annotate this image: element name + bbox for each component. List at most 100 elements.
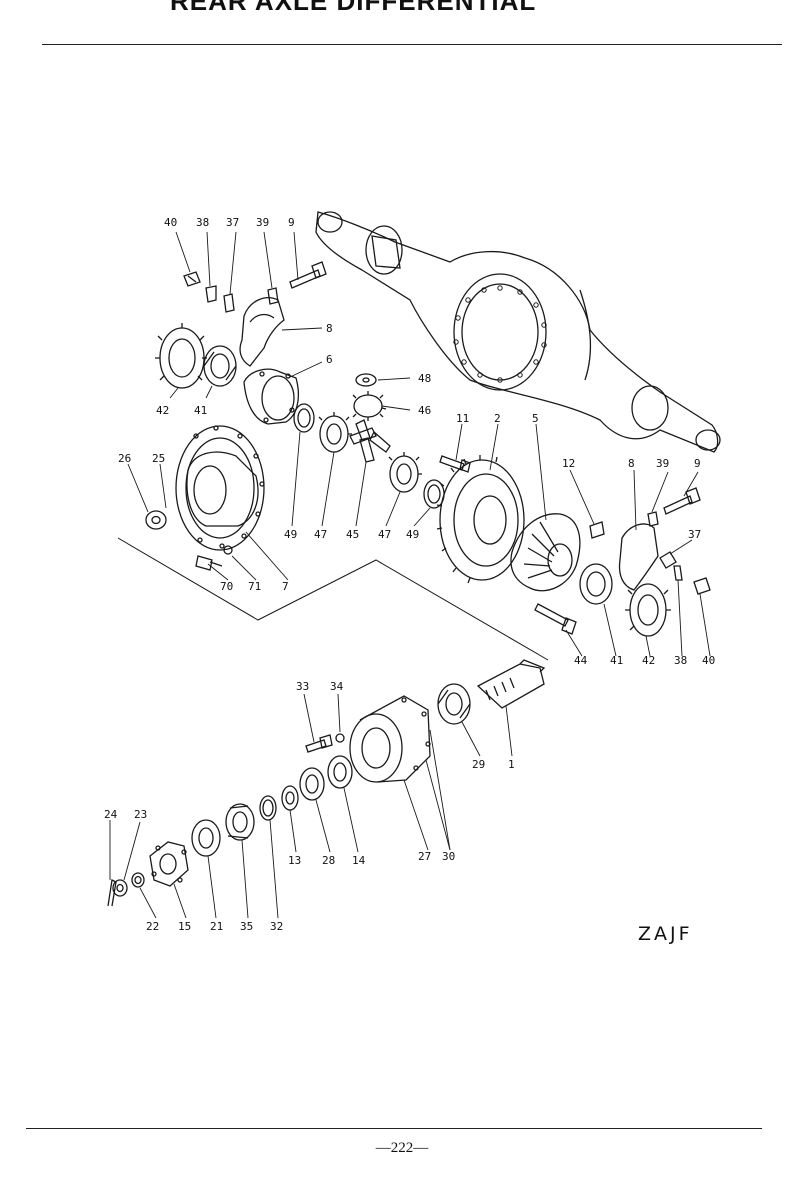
bearing-41-upper bbox=[203, 345, 237, 387]
callout-label: 8 bbox=[628, 457, 635, 470]
callout-label: 27 bbox=[418, 850, 431, 863]
bolt-9-lower bbox=[663, 487, 701, 515]
callout-label: 48 bbox=[418, 372, 431, 385]
axle-housing bbox=[315, 211, 721, 453]
callout-label: 33 bbox=[296, 680, 309, 693]
callout-label: 47 bbox=[378, 528, 391, 541]
bolt-44 bbox=[534, 603, 577, 635]
page-number: —222— bbox=[375, 1140, 429, 1156]
callout-label: 9 bbox=[694, 457, 701, 470]
callout-label: 41 bbox=[194, 404, 207, 417]
ring-gear-2 bbox=[436, 455, 525, 584]
callout-label: 47 bbox=[314, 528, 327, 541]
callout-label: 21 bbox=[210, 920, 223, 933]
bolt-9-upper bbox=[289, 261, 327, 289]
lock-plate-38-upper bbox=[205, 285, 217, 303]
companion-flange-15 bbox=[149, 841, 189, 887]
carrier-7 bbox=[175, 425, 265, 551]
shim-32 bbox=[259, 795, 277, 821]
callout-label: 34 bbox=[330, 680, 344, 693]
callout-label: 49 bbox=[406, 528, 419, 541]
callout-label: 42 bbox=[642, 654, 655, 667]
callout-label: 24 bbox=[104, 808, 118, 821]
bearing-14 bbox=[327, 755, 353, 789]
oil-seal-35 bbox=[225, 803, 255, 841]
callout-label: 25 bbox=[152, 452, 165, 465]
page-title: REAR AXLE DIFFERENTIAL bbox=[170, 0, 537, 16]
callout-label: 39 bbox=[256, 216, 269, 229]
callout-label: 32 bbox=[270, 920, 283, 933]
side-gear-47-left bbox=[318, 412, 352, 453]
callout-label: 5 bbox=[532, 412, 539, 425]
callout-label: 35 bbox=[240, 920, 253, 933]
adjust-nut-42-upper bbox=[155, 323, 207, 389]
washer-39-upper bbox=[267, 287, 279, 305]
bearing-28 bbox=[299, 767, 325, 801]
washer-22 bbox=[131, 872, 145, 888]
callout-label: 37 bbox=[226, 216, 239, 229]
dust-deflector-21 bbox=[191, 819, 221, 857]
callout-label: 38 bbox=[196, 216, 209, 229]
callout-label: 30 bbox=[442, 850, 455, 863]
bolt-33 bbox=[305, 734, 333, 753]
callout-label: 37 bbox=[688, 528, 701, 541]
callout-label: 6 bbox=[326, 353, 333, 366]
footer-rule bbox=[26, 1128, 762, 1129]
washer-34 bbox=[335, 733, 345, 743]
cotter-pin-24 bbox=[107, 879, 117, 907]
pinion-cage-27 bbox=[349, 695, 431, 783]
callout-label: 39 bbox=[656, 457, 669, 470]
bearing-41-lower bbox=[579, 563, 613, 605]
callout-label: 11 bbox=[456, 412, 469, 425]
diff-case-6 bbox=[243, 368, 300, 425]
bearing-cap-8-upper bbox=[239, 297, 285, 367]
callout-label: 45 bbox=[346, 528, 359, 541]
washer-71 bbox=[223, 545, 233, 555]
pinion-1 bbox=[476, 659, 546, 709]
callout-label: 40 bbox=[702, 654, 715, 667]
lock-plate-38-lower bbox=[673, 565, 683, 581]
callout-label: 71 bbox=[248, 580, 261, 593]
callout-label: 38 bbox=[674, 654, 687, 667]
washer-39-lower bbox=[647, 511, 659, 527]
bolt-12 bbox=[589, 521, 605, 539]
spider-45 bbox=[349, 419, 391, 463]
adjust-nut-42-lower bbox=[625, 583, 671, 637]
diagram-code: ZAJF bbox=[638, 923, 693, 945]
nut-23 bbox=[112, 879, 128, 897]
callout-label: 15 bbox=[178, 920, 191, 933]
callout-label: 28 bbox=[322, 854, 335, 867]
bearing-26 bbox=[145, 510, 167, 530]
callout-labels: 40 38 37 39 9 8 6 48 46 42 41 11 2 5 12 … bbox=[104, 216, 715, 933]
assembly-lines bbox=[117, 537, 549, 661]
callout-label: 41 bbox=[610, 654, 623, 667]
callout-label: 9 bbox=[288, 216, 295, 229]
callout-label: 12 bbox=[562, 457, 575, 470]
bolt-40-lower bbox=[693, 577, 711, 595]
side-gear-47-right bbox=[388, 452, 422, 493]
bolt-40-upper bbox=[183, 271, 201, 287]
callout-label: 23 bbox=[134, 808, 147, 821]
callout-label: 42 bbox=[156, 404, 169, 417]
callout-label: 1 bbox=[508, 758, 515, 771]
thrust-washer-48 bbox=[355, 373, 377, 387]
lock-plate-37-lower bbox=[659, 551, 677, 569]
callout-label: 70 bbox=[220, 580, 233, 593]
diff-case-5 bbox=[510, 513, 581, 592]
callout-label: 26 bbox=[118, 452, 131, 465]
callout-label: 7 bbox=[282, 580, 289, 593]
bolt-70 bbox=[195, 555, 223, 571]
housing-bolt-holes bbox=[453, 285, 547, 383]
callout-label: 14 bbox=[352, 854, 366, 867]
bearing-cap-8-lower bbox=[618, 523, 659, 591]
callout-label: 44 bbox=[574, 654, 588, 667]
bearing-29 bbox=[437, 683, 471, 725]
thrust-washer-49-left bbox=[293, 403, 315, 433]
spacer-13 bbox=[281, 785, 299, 811]
callout-label: 8 bbox=[326, 322, 333, 335]
callout-label: 29 bbox=[472, 758, 485, 771]
pinion-gear-46 bbox=[352, 391, 387, 421]
bolt-11 bbox=[439, 455, 471, 473]
callout-label: 46 bbox=[418, 404, 431, 417]
